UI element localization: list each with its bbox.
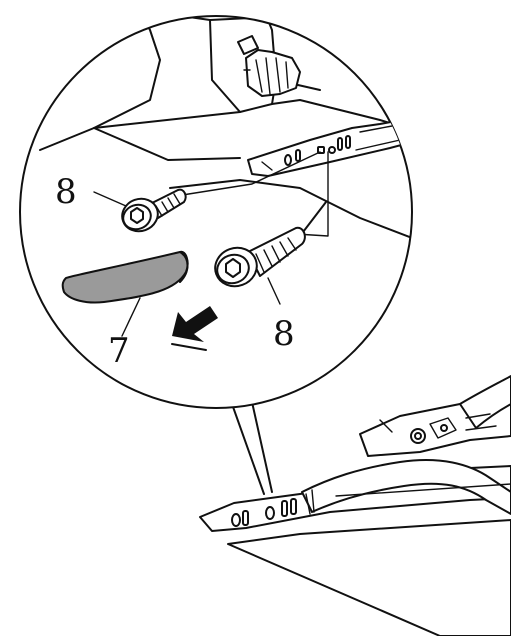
rail-slot [242, 510, 249, 526]
base-plate [227, 519, 511, 636]
callout-leader-screw-lower [267, 277, 281, 305]
magnifier-leader [231, 403, 265, 495]
screw-hole [328, 146, 336, 154]
callout-cover: 7 [108, 331, 130, 371]
hex-socket-screw-icon [214, 226, 306, 288]
rail-hole [231, 513, 241, 527]
cover-part [61, 250, 189, 304]
screw-guide-line [175, 151, 321, 197]
latch-knob [237, 35, 301, 97]
callout-leader-screw-upper [93, 191, 127, 207]
support-tube [301, 459, 511, 515]
overview-assembly [199, 375, 511, 636]
magnifier-circle [19, 15, 413, 409]
hex-socket-screw-icon [121, 188, 187, 233]
magnifier-leader [251, 401, 273, 493]
callout-screw-upper: 8 [55, 172, 77, 212]
rail-hole [265, 506, 275, 520]
callout-screw-lower: 8 [273, 314, 295, 354]
rail-slot [290, 498, 297, 515]
removal-direction-arrow-icon [171, 306, 218, 351]
pivot-hole [410, 428, 426, 444]
upper-tube [459, 375, 511, 429]
rail-slot [281, 500, 288, 517]
callout-leader-cover [121, 297, 141, 337]
screw-guide-line [295, 151, 329, 237]
detail-magnifier [19, 15, 413, 495]
screw-hole [317, 146, 325, 154]
